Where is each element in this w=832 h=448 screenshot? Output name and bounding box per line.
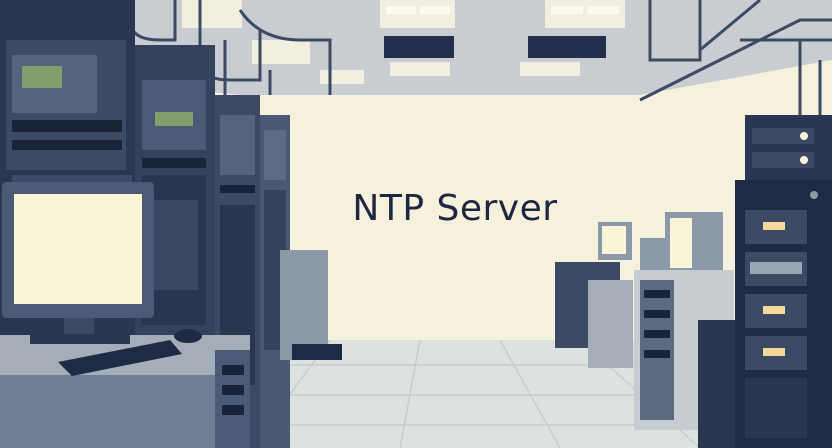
- server-rack-icon: [745, 115, 832, 180]
- ceiling-vent: [384, 36, 454, 58]
- page-title: NTP Server: [352, 188, 558, 229]
- workstation: [0, 182, 342, 448]
- ceiling-vent: [528, 36, 606, 58]
- rack-status-display: [22, 66, 62, 88]
- keyboard-icon: [58, 340, 182, 376]
- mouse-icon: [174, 329, 202, 343]
- right-server-rack: [735, 115, 832, 448]
- monitor-screen: [14, 194, 142, 304]
- monitor-icon: [2, 182, 154, 344]
- pc-tower: [280, 250, 328, 360]
- ceiling-light-icon: [182, 0, 242, 28]
- right-equipment: [555, 212, 742, 448]
